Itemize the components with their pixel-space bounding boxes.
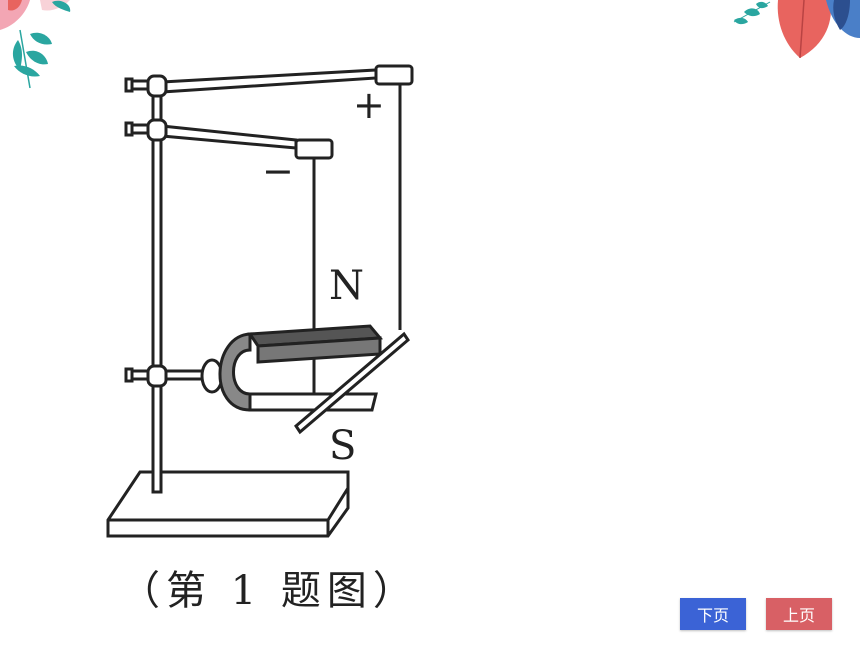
- next-page-button[interactable]: 下页: [680, 598, 746, 630]
- upper-clamp-arm: [160, 68, 378, 94]
- lower-clamp-arm: [160, 124, 298, 150]
- conductor-rod: [294, 331, 410, 435]
- apparatus-figure: [106, 64, 414, 538]
- magnet-lower-leg: [248, 392, 378, 412]
- horseshoe-magnet: [218, 332, 252, 412]
- corner-leaves-decoration: [733, 0, 860, 59]
- positive-terminal-label: +: [353, 83, 385, 127]
- base-plate: [106, 470, 350, 538]
- north-pole-label: N: [329, 263, 364, 309]
- south-pole-label: S: [329, 423, 357, 469]
- previous-page-button[interactable]: 上页: [766, 598, 832, 630]
- negative-terminal-label: −: [262, 149, 294, 193]
- figure-caption: （第 1 题图）: [120, 568, 419, 614]
- corner-leaves-decoration: [0, 0, 71, 89]
